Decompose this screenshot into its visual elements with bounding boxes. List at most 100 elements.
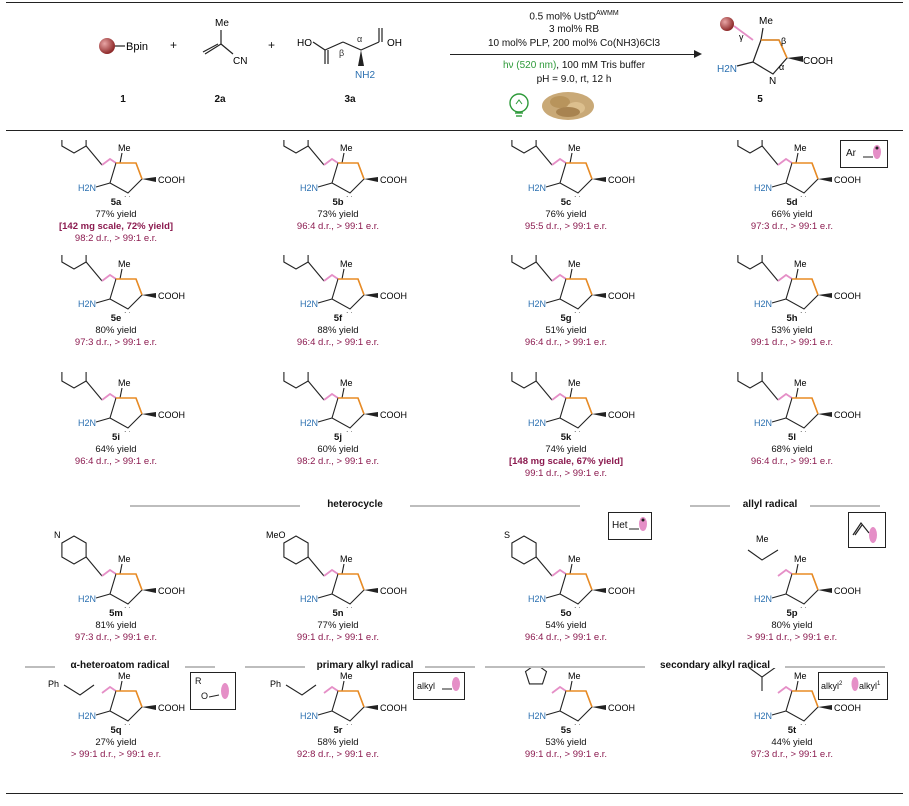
arrow-head-icon — [694, 50, 702, 58]
compound-label: 5c — [560, 197, 572, 208]
primary-line-left — [245, 666, 305, 668]
reactant-1: Bpin — [99, 38, 148, 54]
svg-text:COOH: COOH — [158, 703, 185, 713]
svg-text:N: N — [769, 76, 776, 87]
compound-label: 5a — [110, 197, 122, 208]
compound-yield: 74% yield — [545, 444, 587, 455]
compound-yield: 53% yield — [771, 325, 813, 336]
svg-text:COOH: COOH — [834, 175, 861, 185]
svg-text:COOH: COOH — [834, 586, 861, 596]
svg-text:Me: Me — [568, 143, 581, 153]
compound-selectivity: 97:3 d.r., > 99:1 e.r. — [74, 337, 158, 348]
svg-text:CN: CN — [233, 56, 247, 67]
svg-text:H2N: H2N — [528, 711, 546, 721]
svg-text:N: N — [124, 311, 131, 313]
compound-label: 5n — [332, 608, 344, 619]
svg-text:N: N — [800, 723, 807, 725]
svg-text:H2N: H2N — [300, 418, 318, 428]
svg-text:H2N: H2N — [78, 299, 96, 309]
svg-text:Me: Me — [794, 554, 807, 564]
compound-selectivity: 97:3 d.r., > 99:1 e.r. — [750, 749, 834, 760]
compound-yield: 77% yield — [317, 620, 359, 631]
structure-5g: BrMeH2NNCOOH — [511, 255, 635, 313]
svg-text:N: N — [346, 311, 353, 313]
svg-text:Me: Me — [794, 378, 807, 388]
orbital-icon — [851, 677, 859, 691]
svg-text:H2N: H2N — [754, 299, 772, 309]
compound-yield: 68% yield — [771, 444, 813, 455]
svg-text:β: β — [339, 48, 344, 58]
svg-text:COOH: COOH — [158, 410, 185, 420]
svg-text:H2N: H2N — [528, 299, 546, 309]
cond-line3: 10 mol% PLP, 200 mol% Co(NH3)6Cl3 — [487, 38, 661, 49]
structure-5b: MeMeH2NNCOOH — [283, 140, 407, 197]
svg-text:H2N: H2N — [754, 711, 772, 721]
structure-5k: NCMeH2NNCOOH — [511, 372, 635, 432]
svg-text:Me: Me — [759, 16, 773, 27]
plus-2: + — [268, 38, 276, 52]
compound-label: 5o — [560, 608, 572, 619]
structure-5t: MeH2NNCOOH — [748, 668, 861, 725]
section-secondary: secondary alkyl radical — [659, 660, 771, 671]
cond-line2: 3 mol% RB — [548, 24, 599, 35]
svg-text:N: N — [800, 430, 807, 432]
structure-5j: MeSMeH2NNCOOH — [283, 372, 407, 432]
orbital-icon — [869, 527, 877, 543]
scheme-divider — [6, 130, 903, 131]
svg-text:α: α — [357, 34, 362, 44]
compound-yield: 53% yield — [545, 737, 587, 748]
compound-yield: 88% yield — [317, 325, 359, 336]
svg-text:Ph: Ph — [48, 679, 59, 689]
svg-text:Me: Me — [215, 18, 229, 29]
compound-yield: 80% yield — [95, 325, 137, 336]
svg-text:H2N: H2N — [754, 418, 772, 428]
compound-label: 5i — [112, 432, 120, 443]
compound-label: 5g — [560, 313, 572, 324]
structure-5l: MeOOCMeH2NNCOOH — [737, 372, 861, 432]
svg-text:H2N: H2N — [300, 711, 318, 721]
compound-label: 5r — [333, 725, 343, 736]
compound-selectivity: 96:4 d.r., > 99:1 e.r. — [524, 337, 608, 348]
svg-text:COOH: COOH — [158, 175, 185, 185]
compound-label: 5b — [332, 197, 344, 208]
svg-text:COOH: COOH — [608, 586, 635, 596]
compound-yield: 64% yield — [95, 444, 137, 455]
compound-selectivity: > 99:1 d.r., > 99:1 e.r. — [746, 632, 838, 643]
compound-selectivity: 99:1 d.r., > 99:1 e.r. — [750, 337, 834, 348]
structure-5q: PhMeH2NNCOOH — [48, 671, 185, 725]
svg-text:N: N — [346, 606, 353, 608]
compound-selectivity: 96:4 d.r., > 99:1 e.r. — [74, 456, 158, 467]
section-allyl: allyl radical — [742, 499, 798, 510]
compound-selectivity: 96:4 d.r., > 99:1 e.r. — [524, 632, 608, 643]
compound-selectivity: 99:1 d.r., > 99:1 e.r. — [524, 468, 608, 479]
svg-text:Me: Me — [118, 259, 131, 269]
compound-yield: 66% yield — [771, 209, 813, 220]
section-primary: primary alkyl radical — [316, 660, 414, 671]
svg-text:COOH: COOH — [834, 410, 861, 420]
svg-text:Me: Me — [794, 143, 807, 153]
svg-text:N: N — [574, 195, 581, 197]
svg-text:Me: Me — [568, 671, 581, 681]
compound-yield: 44% yield — [771, 737, 813, 748]
inset-alkyl-radical: alkyl — [413, 672, 465, 700]
product-5: γ Me β α H2N N COOH — [717, 16, 833, 87]
reactant-3a: HO β α OH NH2 — [297, 28, 402, 81]
svg-text:α: α — [779, 62, 784, 72]
svg-text:N: N — [800, 195, 807, 197]
svg-text:N: N — [124, 430, 131, 432]
compound-selectivity: 98:2 d.r., > 99:1 e.r. — [296, 456, 380, 467]
svg-text:COOH: COOH — [158, 291, 185, 301]
svg-text:COOH: COOH — [380, 586, 407, 596]
compound-yield: 60% yield — [317, 444, 359, 455]
svg-text:NH2: NH2 — [355, 70, 375, 81]
compound-yield: 80% yield — [771, 620, 813, 631]
svg-text:Me: Me — [118, 671, 131, 681]
compound-yield: 27% yield — [95, 737, 137, 748]
structure-5s: MeH2NNCOOH — [524, 668, 635, 725]
reaction-arrow — [450, 54, 700, 55]
svg-text:OH: OH — [387, 38, 402, 49]
